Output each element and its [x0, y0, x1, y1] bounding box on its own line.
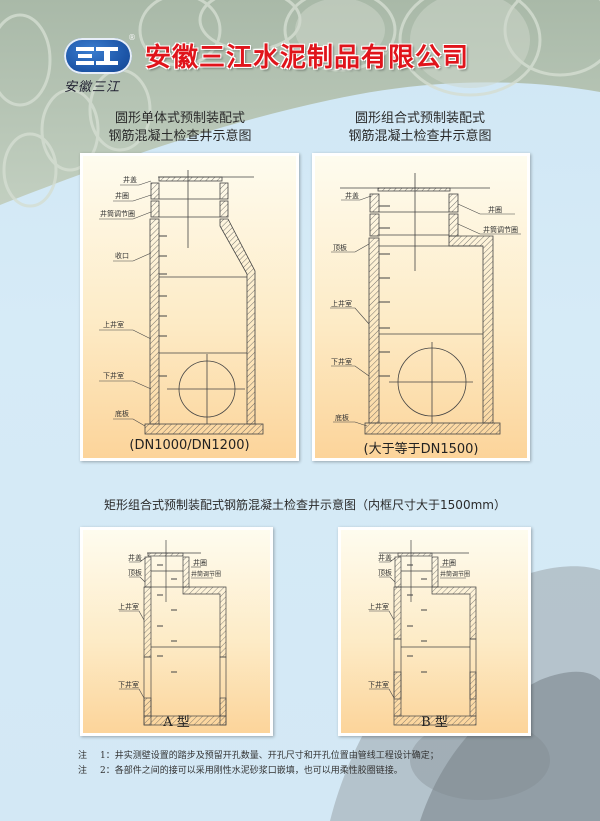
title-line: 钢筋混凝土检查井示意图 [108, 129, 252, 144]
circular-combined-diagram: 井盖 井圈 井筒调节圈 顶板 上井室 下井室 底板 (大于等于DN1500) [312, 153, 530, 461]
label-ring: 井圈 [193, 558, 207, 567]
label-adjust-ring: 井筒调节圈 [191, 570, 221, 578]
label-adjust-ring: 井筒调节圈 [440, 570, 470, 578]
label-top-slab: 顶板 [128, 568, 142, 577]
well-drawing: 井盖 井圈 顶板 井筒调节圈 上井室 下井室 [368, 540, 477, 726]
label-base-slab: 底板 [115, 409, 129, 418]
circular-single-caption: (DN1000/DN1200) [129, 438, 250, 453]
circular-combined-caption: (大于等于DN1500) [363, 442, 479, 457]
well-drawing: 井盖 井圈 顶板 井筒调节圈 上井室 下井室 [118, 540, 227, 726]
title-line: 钢筋混凝土检查井示意图 [348, 129, 492, 144]
type-a-caption: A 型 [163, 715, 190, 730]
circular-single-diagram: 井盖 井圈 井筒调节圈 收口 上井室 下井室 底板 (DN1000/DN1200… [80, 153, 299, 461]
note-prefix: 注 [78, 766, 88, 776]
label-lower-chamber: 下井室 [118, 680, 139, 689]
company-name: 安徽三江水泥制品有限公司 [145, 43, 470, 73]
type-a-diagram: 井盖 井圈 顶板 井筒调节圈 上井室 下井室 A 型 [80, 527, 273, 736]
label-adjust-ring: 井筒调节圈 [100, 209, 135, 218]
label-cover: 井盖 [128, 553, 142, 562]
note-text: 2：各部件之间的接可以采用刚性水泥砂浆口嵌填，也可以用柔性胶圈链接。 [100, 766, 403, 776]
rectangular-title: 矩形组合式预制装配式钢筋混凝土检查井示意图（内框尺寸大于1500mm） [104, 498, 506, 512]
circular-single-title: 圆形单体式预制装配式 钢筋混凝土检查井示意图 [95, 110, 265, 146]
label-top-slab: 顶板 [333, 243, 347, 252]
label-top-slab: 顶板 [378, 568, 392, 577]
label-upper-chamber: 上井室 [118, 602, 139, 611]
logo-mark-icon [76, 47, 118, 65]
label-cover: 井盖 [345, 191, 359, 200]
pipes-background-image [0, 0, 600, 208]
circular-combined-title: 圆形组合式预制装配式 钢筋混凝土检查井示意图 [335, 110, 505, 146]
note-item: 注 1：井实测壁设置的踏步及预留开孔数量、开孔尺寸和开孔位置由管线工程设计确定； [78, 749, 439, 764]
type-b-caption: B 型 [421, 715, 448, 730]
label-upper-chamber: 上井室 [331, 299, 352, 308]
well-drawing: 井盖 井圈 井筒调节圈 顶板 上井室 下井室 底板 [330, 173, 521, 435]
label-ring: 井圈 [115, 191, 129, 200]
company-logo [64, 38, 132, 74]
label-lower-chamber: 下井室 [331, 357, 352, 366]
label-cover: 井盖 [123, 175, 137, 184]
label-cover: 井盖 [378, 553, 392, 562]
label-adjust-ring: 井筒调节圈 [483, 225, 518, 234]
label-ring: 井圈 [488, 205, 502, 214]
label-lower-chamber: 下井室 [103, 371, 124, 380]
type-b-diagram: 井盖 井圈 顶板 井筒调节圈 上井室 下井室 B 型 [338, 527, 531, 736]
label-upper-chamber: 上井室 [368, 602, 389, 611]
label-lower-chamber: 下井室 [368, 680, 389, 689]
logo-caption: 安徽三江 [64, 80, 121, 95]
well-drawing: 井盖 井圈 井筒调节圈 收口 上井室 下井室 底板 [99, 170, 264, 435]
note-prefix: 注 [78, 751, 88, 761]
title-line: 圆形单体式预制装配式 [114, 111, 245, 126]
note-text: 1：井实测壁设置的踏步及预留开孔数量、开孔尺寸和开孔位置由管线工程设计确定； [100, 751, 439, 761]
label-ring: 井圈 [442, 558, 456, 567]
label-neck: 收口 [115, 251, 129, 260]
label-upper-chamber: 上井室 [103, 320, 124, 329]
label-base-slab: 底板 [335, 413, 349, 422]
registered-mark: ® [128, 33, 136, 42]
title-line: 圆形组合式预制装配式 [354, 111, 485, 126]
note-item: 注 2：各部件之间的接可以采用刚性水泥砂浆口嵌填，也可以用柔性胶圈链接。 [78, 764, 439, 779]
